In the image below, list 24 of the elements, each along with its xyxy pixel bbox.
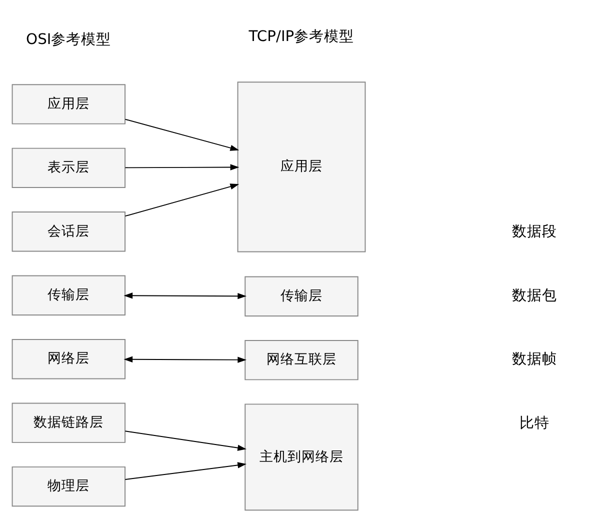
node-box: 网络层: [12, 338, 126, 379]
label: 数据包: [512, 286, 557, 304]
label: 数据帧: [512, 350, 557, 368]
arrow: [124, 183, 240, 216]
node-box: 网络互联层: [244, 339, 358, 380]
node-box: 主机到网络层: [244, 403, 358, 510]
arrow: [124, 356, 246, 362]
arrow: [124, 462, 246, 480]
node-box: 表示层: [12, 147, 126, 188]
node-box: 传输层: [244, 276, 358, 316]
label: 比特: [519, 414, 550, 431]
node-box: 传输层: [12, 274, 126, 315]
label: TCP/IP参考模型: [248, 27, 354, 44]
arrow: [124, 430, 246, 450]
label: OSI参考模型: [26, 30, 112, 48]
node-box: 应用层: [12, 84, 126, 124]
node-box: 应用层: [237, 81, 366, 252]
node-box: 会话层: [12, 211, 126, 252]
arrow: [124, 292, 246, 299]
label: 数据段: [512, 222, 557, 240]
arrow: [124, 118, 240, 150]
arrow: [124, 164, 240, 170]
node-box: 数据链路层: [12, 402, 126, 442]
node-box: 物理层: [12, 466, 126, 506]
